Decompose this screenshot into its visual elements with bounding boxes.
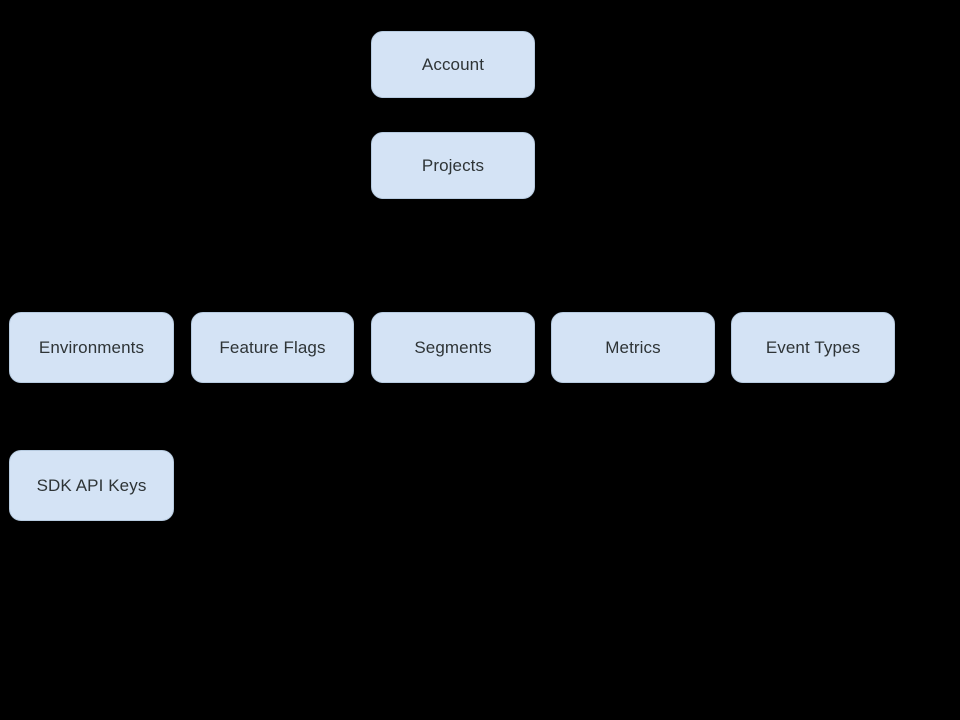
- node-account[interactable]: Account: [371, 31, 535, 98]
- edge-projects-metrics-h: [453, 256, 633, 257]
- node-projects-label: Projects: [421, 156, 485, 175]
- node-feature-flags[interactable]: Feature Flags: [191, 312, 354, 383]
- edge-projects-segments: [453, 199, 454, 312]
- edge-projects-environments-h: [92, 256, 453, 257]
- node-segments[interactable]: Segments: [371, 312, 535, 383]
- edge-projects-feature-flags-h: [273, 256, 453, 257]
- edge-projects-feature-flags-v1: [453, 199, 454, 256]
- node-sdk-api-keys[interactable]: SDK API Keys: [9, 450, 174, 521]
- edge-projects-event-types-v1: [453, 199, 454, 256]
- node-metrics-label: Metrics: [605, 338, 661, 357]
- edge-projects-metrics-v2: [633, 256, 634, 312]
- node-environments-label: Environments: [38, 338, 145, 357]
- node-metrics[interactable]: Metrics: [551, 312, 715, 383]
- edge-projects-environments-v2: [92, 256, 93, 312]
- edge-projects-feature-flags-v2: [273, 256, 274, 312]
- node-event-types[interactable]: Event Types: [731, 312, 895, 383]
- edge-projects-environments-v1: [453, 199, 454, 256]
- node-segments-label: Segments: [414, 338, 492, 357]
- edge-projects-event-types-h: [453, 256, 813, 257]
- node-feature-flags-label: Feature Flags: [219, 338, 326, 357]
- node-event-types-label: Event Types: [765, 338, 861, 357]
- node-projects[interactable]: Projects: [371, 132, 535, 199]
- edge-account-projects: [453, 98, 454, 132]
- node-environments[interactable]: Environments: [9, 312, 174, 383]
- edge-environments-sdk-api-keys: [92, 383, 93, 450]
- edge-projects-metrics-v1: [453, 199, 454, 256]
- node-account-label: Account: [421, 55, 485, 74]
- node-sdk-api-keys-label: SDK API Keys: [36, 476, 147, 495]
- edge-projects-event-types-v2: [813, 256, 814, 312]
